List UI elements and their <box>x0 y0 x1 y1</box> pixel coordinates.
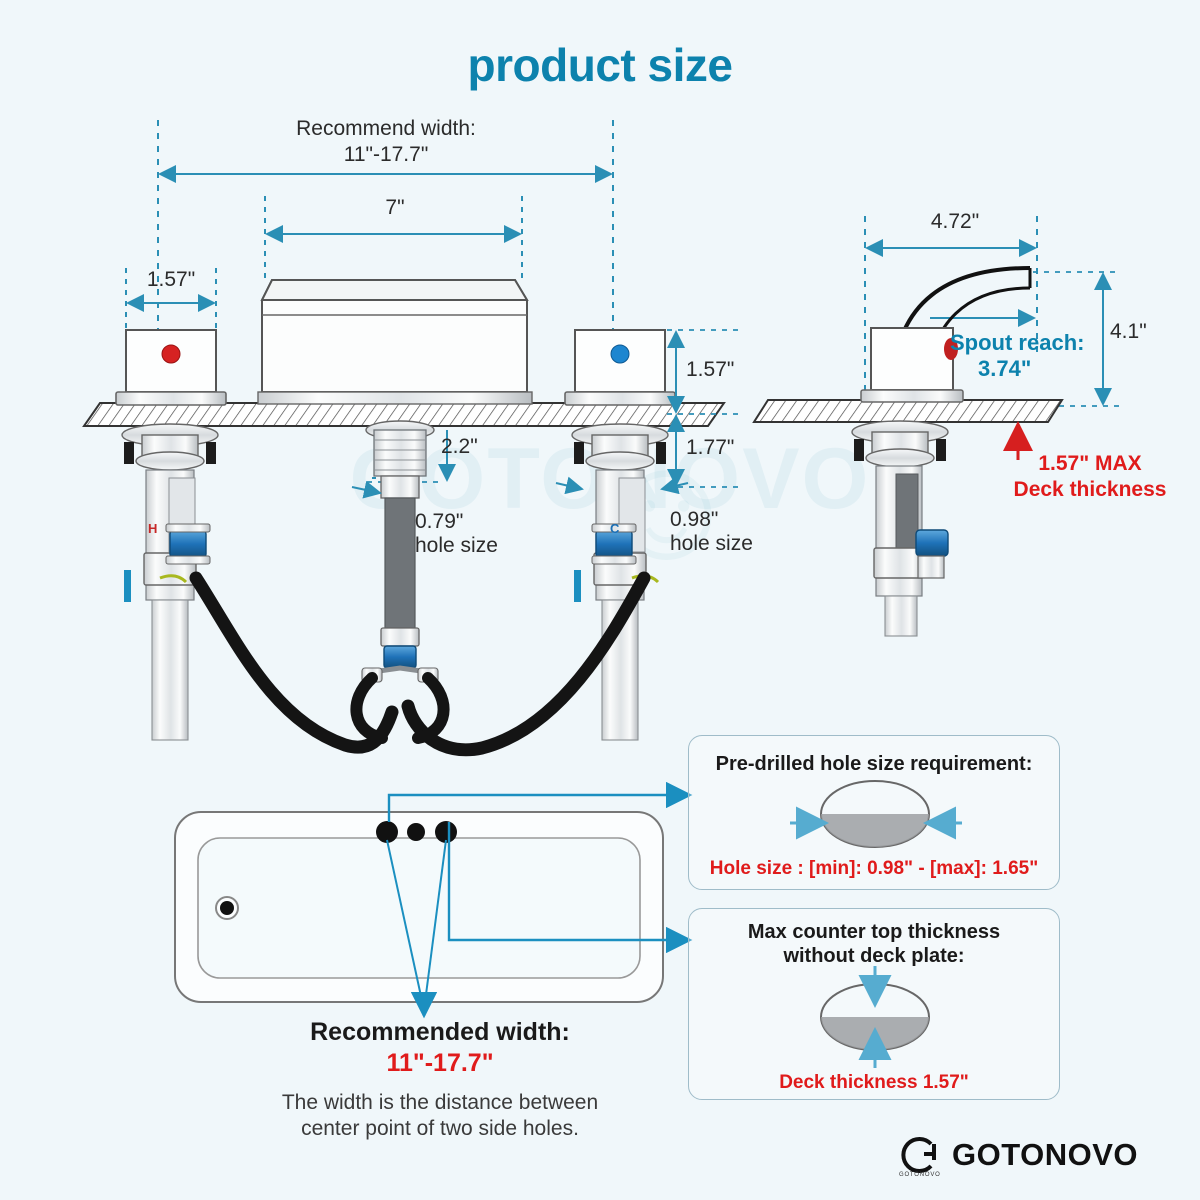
handle-width-dimension: 1.57" <box>146 268 196 291</box>
basin-caption-line3: The width is the distance between center… <box>281 1091 599 1141</box>
brand-name: GOTONOVO <box>952 1137 1139 1172</box>
max-counter-thickness-footer: Deck thickness 1.57" <box>779 1072 969 1093</box>
basin-caption: Recommended width: 11"-17.7" The width i… <box>160 1018 720 1143</box>
svg-text:C: C <box>610 521 620 536</box>
side-hole-size-value: 0.98" <box>670 508 719 531</box>
below-deck-height-dimension: 1.77" <box>686 436 735 459</box>
brand-mark-icon: GOTONOVO <box>899 1137 940 1178</box>
max-counter-thickness-title: Max counter top thickness without deck p… <box>747 921 1001 967</box>
center-hole-size-value: 0.79" <box>415 510 464 533</box>
deck-thickness-max-line2: Deck thickness <box>1013 478 1167 501</box>
pre-drilled-hole-title: Pre-drilled hole size requirement: <box>715 753 1033 775</box>
page-title: product size <box>467 39 733 91</box>
brand-logo: GOTONOVO GOTONOVO <box>898 1132 1138 1178</box>
recommend-width-value: 11"-17.7" <box>343 143 429 166</box>
svg-text:H: H <box>148 521 157 536</box>
spout-span-dimension: 4.72" <box>930 210 980 233</box>
spread-dimension: 7" <box>385 196 405 219</box>
max-counter-thickness-info-box <box>688 908 1060 1100</box>
spout-height-dimension: 4.1" <box>1110 320 1147 343</box>
svg-text:GOTONOVO: GOTONOVO <box>899 1172 940 1178</box>
center-shank-height-dimension: 2.2" <box>441 435 478 458</box>
deck-thickness-max-line1: 1.57" MAX <box>1038 452 1142 475</box>
spout-reach-value: 3.74" <box>978 356 1032 381</box>
recommend-width-label: Recommend width: <box>296 117 476 140</box>
pre-drilled-hole-footer: Hole size : [min]: 0.98" - [max]: 1.65" <box>709 858 1039 879</box>
above-deck-height-dimension: 1.57" <box>686 358 735 381</box>
basin-caption-line2: 11"-17.7" <box>386 1049 494 1077</box>
spout-reach-label: Spout reach: <box>950 330 1085 355</box>
basin-caption-line1: Recommended width: <box>310 1018 570 1046</box>
center-hole-size-label: hole size <box>415 534 498 557</box>
pre-drilled-hole-info-box <box>688 735 1060 890</box>
side-hole-size-label: hole size <box>670 532 753 555</box>
